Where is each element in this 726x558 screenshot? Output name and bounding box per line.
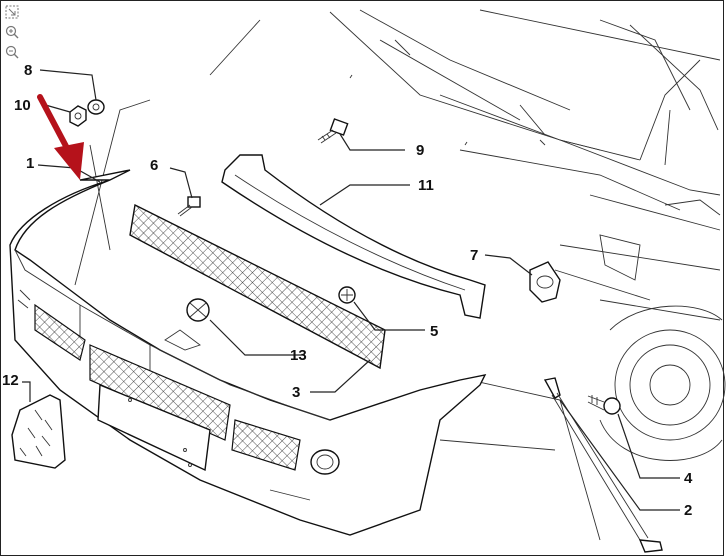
callout-2: 2 xyxy=(684,502,692,519)
part-12-bracket xyxy=(11,394,66,469)
part-13-clip xyxy=(186,298,210,322)
callout-11: 11 xyxy=(418,177,434,194)
callout-12: 12 xyxy=(2,372,19,389)
part-3-grille-mesh xyxy=(129,203,386,370)
callout-6: 6 xyxy=(150,157,158,174)
callout-7: 7 xyxy=(470,247,478,264)
callout-3: 3 xyxy=(292,384,300,401)
part-7-grommet xyxy=(529,261,561,303)
part-8-washer xyxy=(87,99,105,115)
callout-5: 5 xyxy=(430,323,438,340)
callout-labels: 8 10 1 6 9 11 7 5 13 3 4 2 12 xyxy=(2,62,693,519)
callout-9: 9 xyxy=(416,142,424,159)
highlight-arrow xyxy=(37,94,84,180)
part-11-bumper-beam xyxy=(221,154,486,319)
callout-1: 1 xyxy=(26,155,34,172)
part-6-screw xyxy=(177,196,201,217)
part-9-bolt xyxy=(317,118,349,144)
part-1-bumper-cover xyxy=(9,169,487,536)
callout-4: 4 xyxy=(684,470,693,487)
callout-13: 13 xyxy=(290,347,307,364)
part-5-clip xyxy=(338,286,356,304)
viewer-toolbar xyxy=(4,4,22,64)
part-4-screw xyxy=(587,395,621,415)
zoom-out-icon[interactable] xyxy=(4,44,20,60)
car-body-outline xyxy=(74,9,726,541)
fit-page-icon[interactable] xyxy=(4,4,20,20)
part-2-strap xyxy=(543,377,663,553)
callout-8: 8 xyxy=(24,62,32,79)
part-10-nut xyxy=(69,105,87,127)
callout-10: 10 xyxy=(14,97,31,114)
zoom-in-icon[interactable] xyxy=(4,24,20,40)
